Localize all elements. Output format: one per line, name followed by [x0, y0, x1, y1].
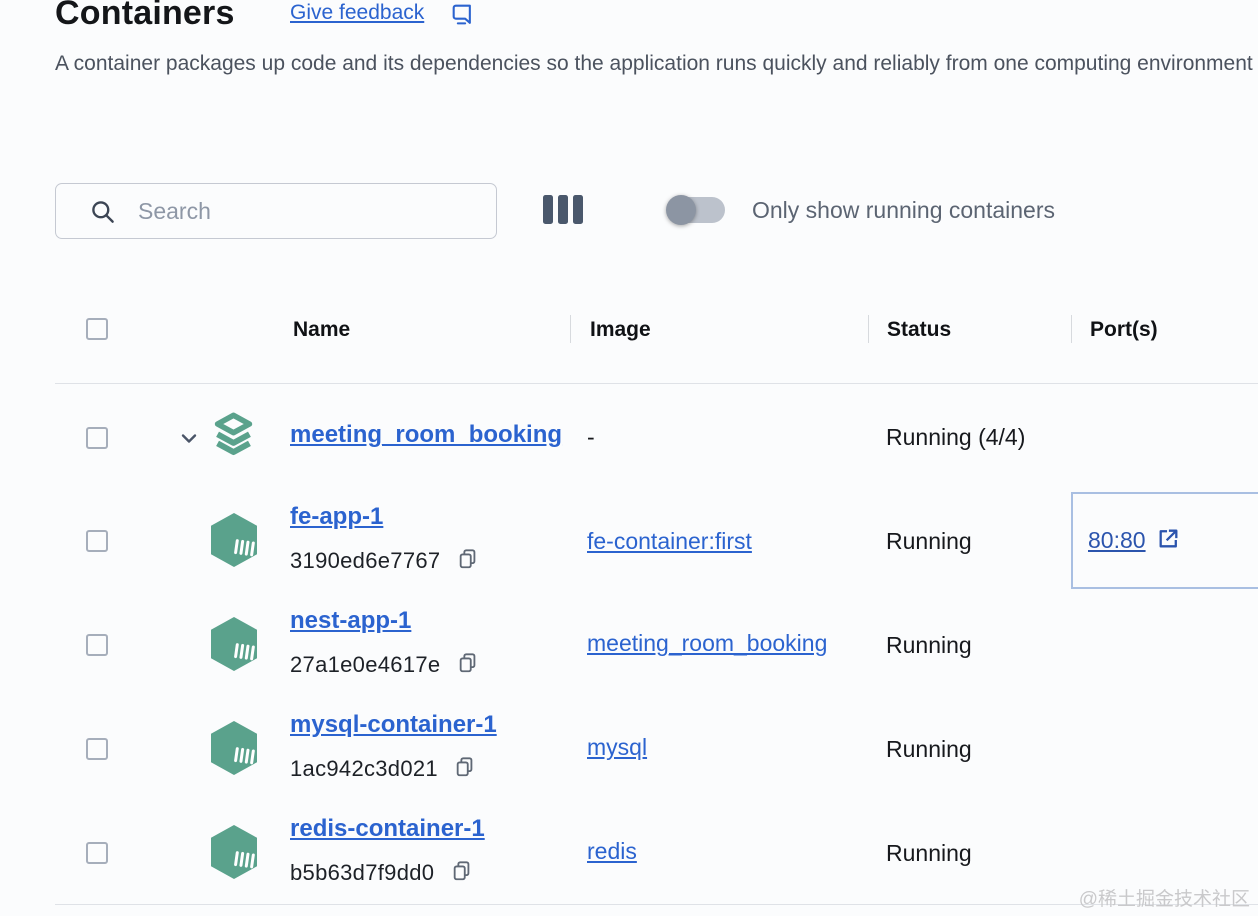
column-bar [558, 195, 568, 224]
row-checkbox[interactable] [86, 530, 108, 552]
toggle-knob[interactable] [666, 195, 696, 225]
external-link-icon[interactable] [1156, 526, 1181, 556]
column-header-status[interactable]: Status [887, 318, 952, 341]
page-description: A container packages up code and its dep… [55, 52, 1258, 75]
page-title: Containers [55, 0, 235, 32]
container-name-link[interactable]: mysql-container-1 [290, 711, 497, 738]
row-checkbox[interactable] [86, 634, 108, 656]
give-feedback-link[interactable]: Give feedback [290, 1, 425, 24]
column-view-icon[interactable] [543, 195, 583, 224]
column-header-image[interactable]: Image [590, 318, 651, 341]
container-icon [209, 720, 259, 781]
column-divider [570, 315, 571, 343]
search-box[interactable] [55, 183, 497, 239]
watermark: @稀土掘金技术社区 [1078, 889, 1250, 910]
container-icon [209, 512, 259, 573]
column-divider [868, 315, 869, 343]
row-checkbox[interactable] [86, 738, 108, 760]
group-status-cell: Running (4/4) [886, 424, 1026, 450]
column-divider [1071, 315, 1072, 343]
image-link[interactable]: mysql [587, 734, 648, 760]
only-running-label: Only show running containers [752, 197, 1055, 223]
status-cell: Running [886, 736, 972, 762]
container-name-link[interactable]: fe-app-1 [290, 503, 384, 530]
table-bottom-border [55, 904, 1258, 905]
select-all-checkbox[interactable] [86, 318, 108, 340]
status-cell: Running [886, 840, 972, 866]
chevron-down-icon[interactable] [177, 426, 201, 455]
image-link[interactable]: meeting_room_booking [587, 630, 828, 656]
group-name-link[interactable]: meeting_room_booking [290, 421, 563, 448]
copy-icon[interactable] [454, 755, 476, 784]
compose-stack-icon [208, 408, 259, 465]
container-name-link[interactable]: redis-container-1 [290, 815, 485, 842]
search-input[interactable] [138, 197, 468, 225]
copy-icon[interactable] [457, 547, 479, 576]
container-icon [209, 616, 259, 677]
container-hash: 3190ed6e7767 [290, 548, 441, 573]
port-cell-highlight[interactable]: 80:80 [1071, 492, 1258, 589]
status-cell: Running [886, 528, 972, 554]
port-link[interactable]: 80:80 [1088, 527, 1146, 553]
column-bar [573, 195, 583, 224]
group-image-cell: - [587, 424, 595, 450]
row-checkbox[interactable] [86, 842, 108, 864]
column-header-ports[interactable]: Port(s) [1090, 318, 1158, 341]
header-bottom-border [55, 383, 1258, 384]
container-hash: 1ac942c3d021 [290, 756, 438, 781]
row-checkbox[interactable] [86, 427, 108, 449]
container-hash: b5b63d7f9dd0 [290, 860, 435, 885]
image-link[interactable]: redis [587, 838, 637, 864]
container-icon [209, 824, 259, 885]
search-icon [92, 200, 114, 223]
status-cell: Running [886, 632, 972, 658]
only-running-toggle[interactable] [666, 195, 725, 225]
copy-icon[interactable] [451, 859, 473, 888]
copy-icon[interactable] [457, 651, 479, 680]
container-name-link[interactable]: nest-app-1 [290, 607, 412, 634]
container-hash: 27a1e0e4617e [290, 652, 441, 677]
image-link[interactable]: fe-container:first [587, 528, 752, 554]
feedback-chat-icon[interactable] [449, 2, 474, 27]
column-header-name[interactable]: Name [293, 318, 351, 341]
column-bar [543, 195, 553, 224]
